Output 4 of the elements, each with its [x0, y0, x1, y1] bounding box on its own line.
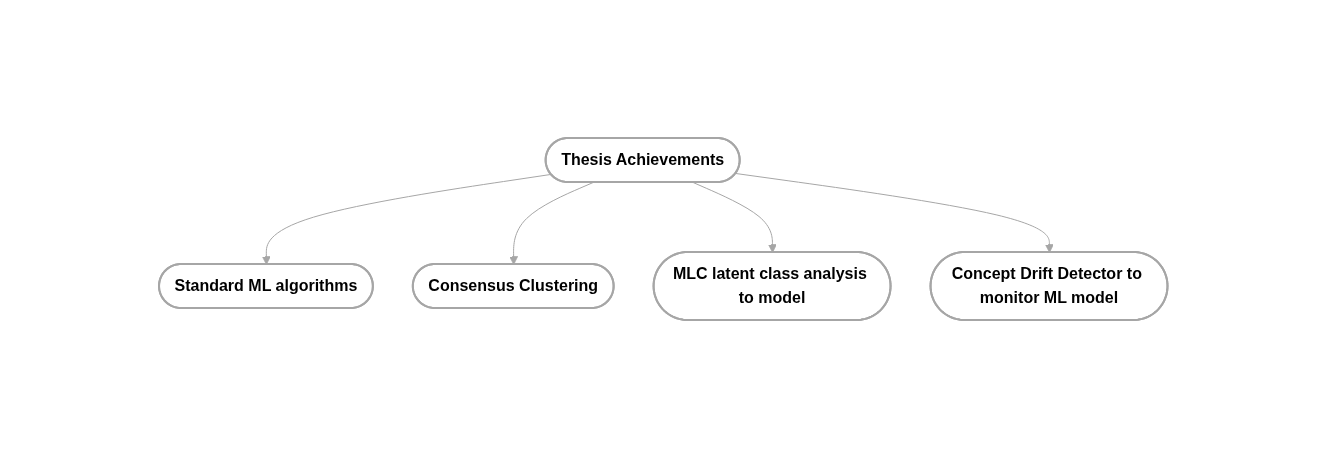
arrow	[735, 172, 1055, 253]
arrow	[262, 173, 552, 265]
arrow	[509, 181, 594, 265]
arrow	[692, 181, 778, 253]
